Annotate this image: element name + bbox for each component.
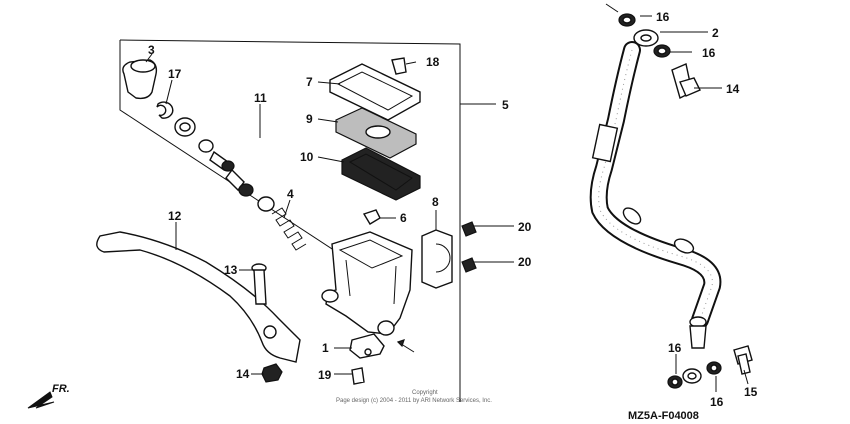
switch-screw-part [351, 367, 365, 385]
callout-6: 6 [400, 211, 407, 225]
callout-10: 10 [300, 150, 314, 164]
group-box-left [119, 40, 353, 263]
callout-2: 2 [712, 26, 719, 40]
pivot-bolt-part [251, 263, 267, 305]
front-direction-arrow-icon: FR. [27, 383, 70, 409]
diagram-code: MZ5A-F04008 [628, 410, 699, 422]
callout-14-top: 14 [726, 82, 740, 96]
diaphragm-part [341, 147, 421, 201]
holder-bolt-upper-part [461, 221, 500, 237]
reservoir-cap-part [329, 63, 421, 121]
oil-bolt-bottom-part [733, 345, 753, 375]
callout-19: 19 [318, 368, 332, 382]
cap-part [122, 59, 158, 100]
copyright-notice: Page design (c) 2004 - 2011 by ARI Netwo… [336, 398, 492, 404]
piston-assembly-part [198, 139, 254, 197]
circlip-part [156, 101, 174, 119]
callout-12: 12 [168, 209, 182, 223]
callout-17: 17 [168, 67, 182, 81]
brake-lever-part [96, 231, 301, 363]
callout-3: 3 [148, 43, 155, 57]
callout-1: 1 [322, 341, 329, 355]
clip-part [362, 209, 381, 225]
holder-part [421, 229, 453, 289]
oil-bolt-top-part [671, 63, 701, 100]
switch-part [349, 333, 385, 359]
callout-9: 9 [306, 112, 313, 126]
callout-5: 5 [502, 98, 509, 112]
callout-20-upper: 20 [518, 220, 532, 234]
callout-4: 4 [287, 187, 294, 201]
hose-direction-arrow [605, 3, 619, 13]
callout-18: 18 [426, 55, 440, 69]
pivot-nut-part [261, 363, 283, 383]
callout-7: 7 [306, 75, 313, 89]
master-cylinder-body-part [321, 231, 413, 336]
callout-8: 8 [432, 195, 439, 209]
callout-11: 11 [254, 91, 267, 105]
holder-bolt-lower-part [461, 257, 500, 273]
group-box-outline [119, 39, 461, 402]
cap-screw-part [391, 57, 407, 75]
callout-14-bottom: 15 [744, 385, 758, 399]
callout-16-bottom-b: 16 [710, 395, 724, 409]
brake-hose-part [589, 41, 722, 349]
front-direction-label: FR. [52, 383, 70, 395]
callout-16-bottom-a: 16 [668, 341, 682, 355]
callout-16-top-a: 16 [656, 10, 670, 24]
spring-part [257, 196, 307, 251]
callout-15: 14 [236, 367, 250, 381]
copyright-label: Copyright [412, 390, 438, 396]
callout-13: 13 [224, 263, 238, 277]
callout-16-top-b: 16 [702, 46, 716, 60]
leader-lines [145, 15, 749, 392]
callout-20-lower: 20 [518, 255, 532, 269]
